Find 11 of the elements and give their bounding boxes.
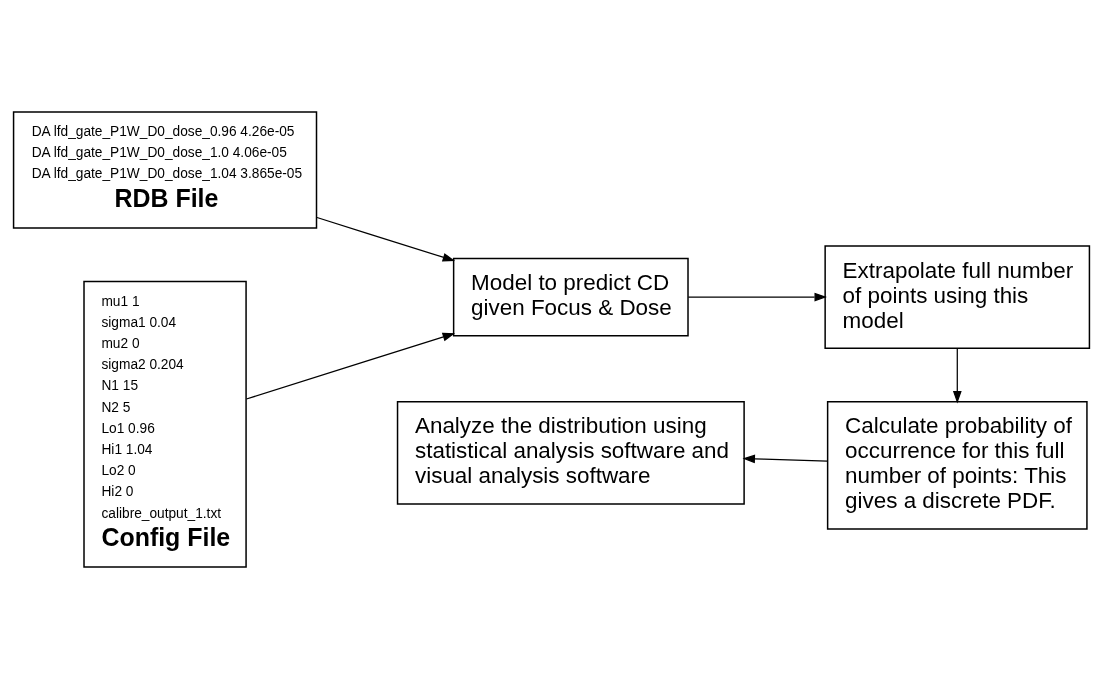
node-box: Model to predict CD given Focus & Dose — [452, 257, 689, 337]
arrow — [742, 454, 829, 464]
arrow — [245, 332, 456, 400]
arrow — [316, 216, 456, 262]
arrow — [687, 292, 827, 302]
node-box: Analyze the distribution using statistical analysis software and visual analysis software — [396, 401, 745, 505]
arrow — [952, 347, 962, 404]
node-box: Extrapolate full number of points using this model — [824, 245, 1091, 349]
node-box: DA lfd_gate_P1W_D0_dose_0.96 4.26e-05 DA lfd_gate_P1W_D0_dose_1.0 4.06e-05 DA lfd_gate_P1W_D0_dose_1.04 3.865e-05 RDB File — [12, 111, 318, 229]
node-box: mu1 1 sigma1 0.04 mu2 0 sigma2 0.204 N1 15 N2 5 Lo1 0.96 Hi1 1.04 Lo2 0 Hi2 0 calibre_output_1.txt Config File — [83, 280, 247, 568]
node-box: Calculate probability of occurrence for this full number of points: This gives a discrete PDF. — [826, 401, 1088, 530]
